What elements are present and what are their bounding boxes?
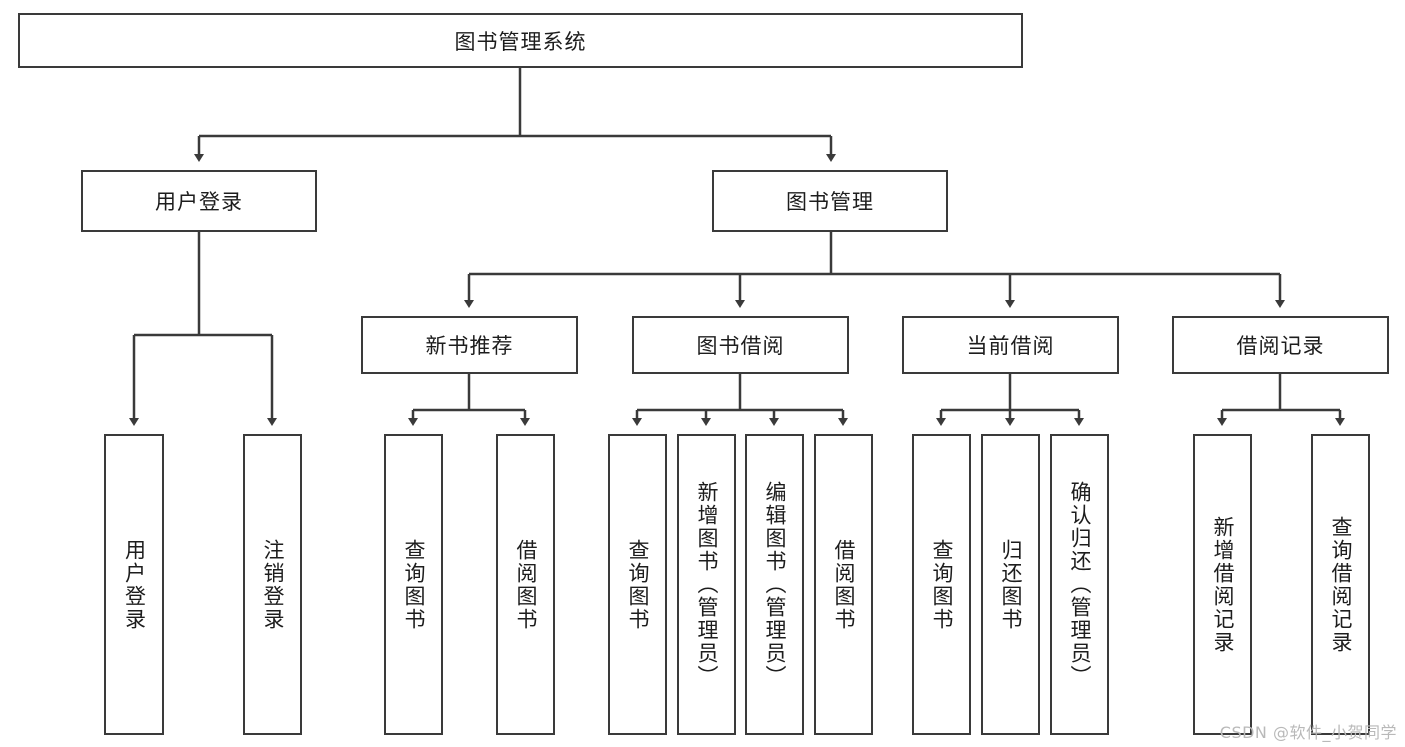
leaf-borrow-edit-book[interactable]: 编辑图书（管理员） bbox=[745, 434, 804, 735]
node-new-book-recommend-label: 新书推荐 bbox=[425, 334, 514, 358]
node-root[interactable]: 图书管理系统 bbox=[18, 13, 1023, 68]
leaf-user-login-signin-label: 用户登录 bbox=[122, 538, 147, 631]
leaf-borrow-query-book[interactable]: 查询图书 bbox=[608, 434, 667, 735]
node-book-management-label: 图书管理 bbox=[786, 190, 874, 214]
leaf-current-return-book-label: 归还图书 bbox=[999, 538, 1023, 631]
node-book-management[interactable]: 图书管理 bbox=[712, 170, 948, 232]
node-borrow-record[interactable]: 借阅记录 bbox=[1172, 316, 1389, 374]
leaf-current-confirm-return-label: 确认归还（管理员） bbox=[1068, 481, 1092, 688]
leaf-user-login-signin[interactable]: 用户登录 bbox=[104, 434, 164, 735]
leaf-user-login-signout[interactable]: 注销登录 bbox=[243, 434, 302, 735]
node-root-label: 图书管理系统 bbox=[454, 29, 587, 54]
leaf-borrow-edit-book-label: 编辑图书（管理员） bbox=[763, 481, 787, 688]
leaf-record-query-record[interactable]: 查询借阅记录 bbox=[1311, 434, 1370, 735]
watermark: CSDN @软件_小贺同学 bbox=[1219, 723, 1397, 742]
node-current-borrow[interactable]: 当前借阅 bbox=[902, 316, 1119, 374]
node-current-borrow-label: 当前借阅 bbox=[966, 334, 1055, 358]
leaf-borrow-borrow-book-label: 借阅图书 bbox=[832, 538, 856, 631]
leaf-borrow-add-book-label: 新增图书（管理员） bbox=[695, 481, 719, 688]
leaf-recommend-borrow-book-label: 借阅图书 bbox=[514, 538, 538, 631]
leaf-recommend-borrow-book[interactable]: 借阅图书 bbox=[496, 434, 555, 735]
node-user-login[interactable]: 用户登录 bbox=[81, 170, 317, 232]
node-book-borrow-label: 图书借阅 bbox=[696, 334, 785, 358]
leaf-current-confirm-return[interactable]: 确认归还（管理员） bbox=[1050, 434, 1109, 735]
leaf-current-query-book-label: 查询图书 bbox=[930, 538, 954, 631]
leaf-user-login-signout-label: 注销登录 bbox=[261, 538, 285, 631]
leaf-recommend-query-book[interactable]: 查询图书 bbox=[384, 434, 443, 735]
node-borrow-record-label: 借阅记录 bbox=[1236, 334, 1325, 358]
leaf-borrow-add-book[interactable]: 新增图书（管理员） bbox=[677, 434, 736, 735]
leaf-borrow-query-book-label: 查询图书 bbox=[626, 538, 650, 631]
leaf-record-add-record[interactable]: 新增借阅记录 bbox=[1193, 434, 1252, 735]
leaf-record-add-record-label: 新增借阅记录 bbox=[1211, 515, 1235, 654]
node-book-borrow[interactable]: 图书借阅 bbox=[632, 316, 849, 374]
node-user-login-label: 用户登录 bbox=[155, 190, 243, 214]
leaf-borrow-borrow-book[interactable]: 借阅图书 bbox=[814, 434, 873, 735]
leaf-recommend-query-book-label: 查询图书 bbox=[402, 538, 426, 631]
leaf-current-query-book[interactable]: 查询图书 bbox=[912, 434, 971, 735]
leaf-current-return-book[interactable]: 归还图书 bbox=[981, 434, 1040, 735]
leaf-record-query-record-label: 查询借阅记录 bbox=[1329, 515, 1353, 654]
node-new-book-recommend[interactable]: 新书推荐 bbox=[361, 316, 578, 374]
